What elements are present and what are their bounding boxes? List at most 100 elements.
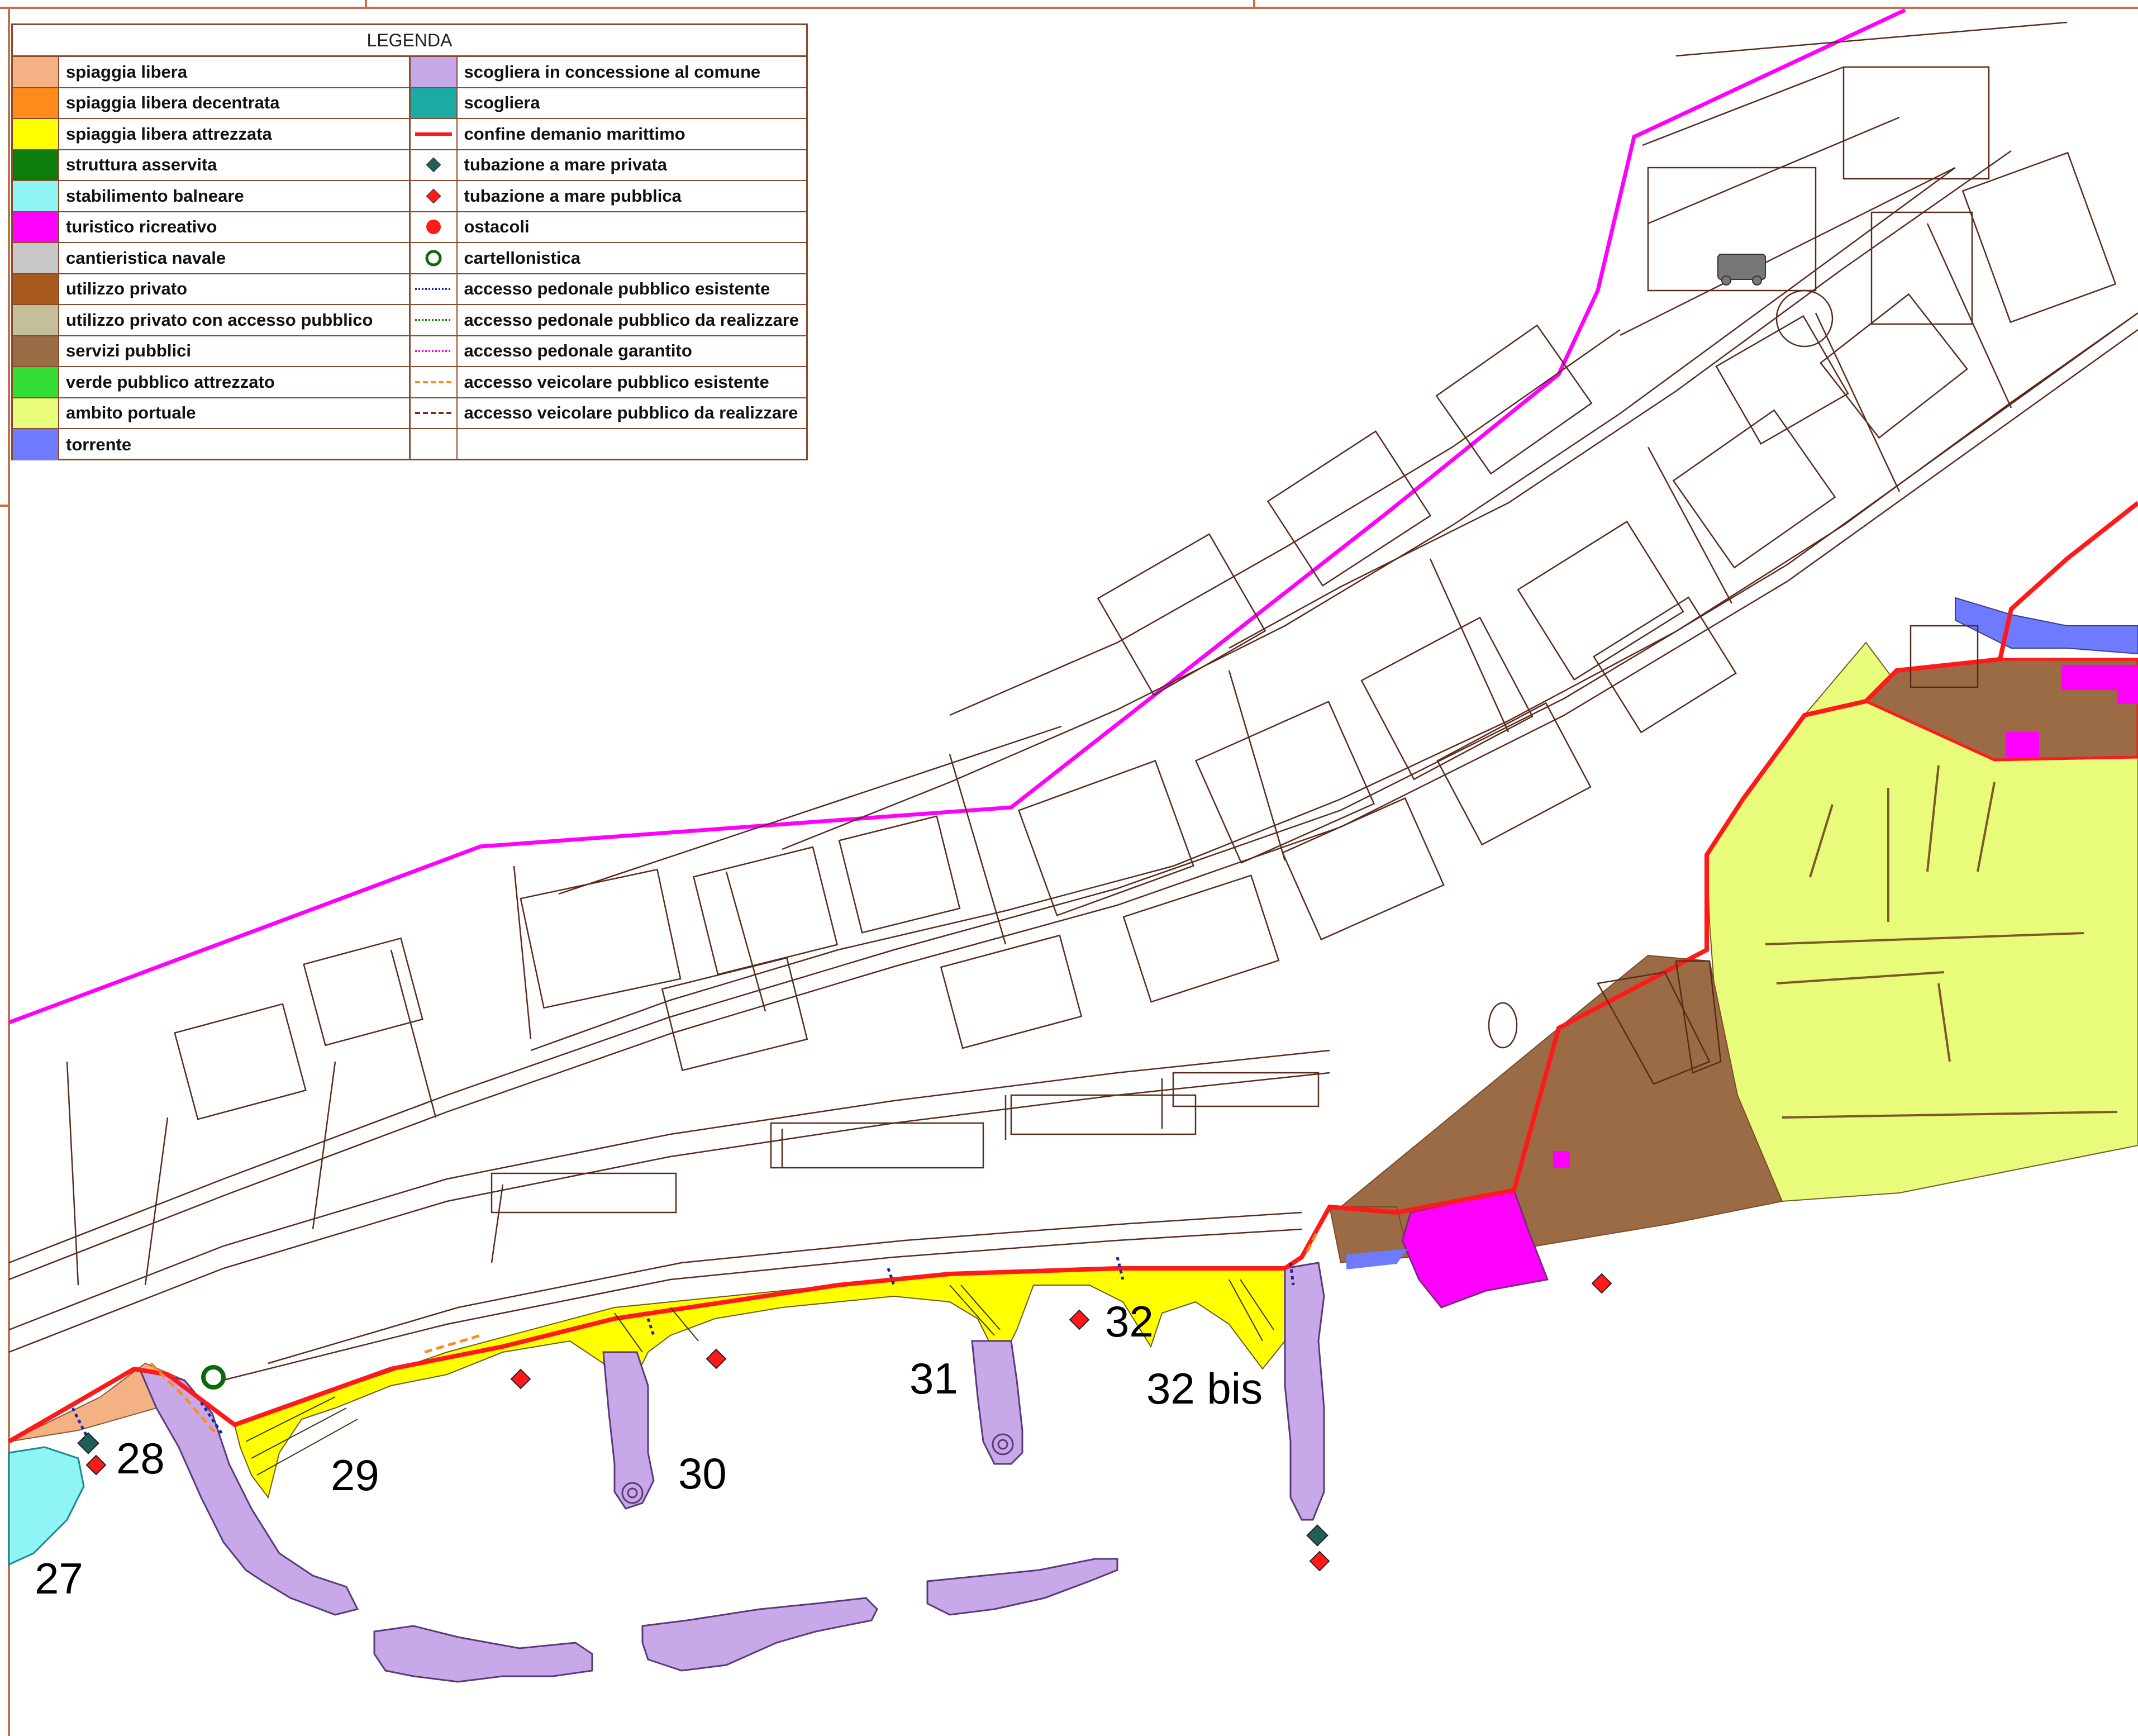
legend-swatch [13,429,59,460]
zone-label-31: 31 [910,1354,958,1403]
port-piers [1765,765,2118,1119]
color-swatch-icon [13,367,58,397]
legend-item: ambito portuale [13,398,409,429]
legend-swatch [13,119,59,149]
legend-item: spiaggia libera [13,57,409,88]
cartellonistica-marker [201,1365,226,1390]
legend-swatch [13,150,59,180]
legend-item: accesso veicolare pubblico da realizzare [410,398,806,429]
legend-swatch [13,305,59,335]
torrente-mouth [1346,1249,1408,1269]
tubazione-pubblica-32 [1069,1309,1090,1330]
color-swatch-icon [13,212,58,242]
legend-right-column: scogliera in concessione al comune scogli… [410,57,807,460]
pier-heads [621,1433,1014,1504]
legend-label: scogliera [464,93,540,113]
turistico-ricreativo-upper2 [2006,732,2039,757]
legend-label: ambito portuale [66,403,196,423]
dotted-line-icon [415,288,452,291]
scogliera-concessione [138,1262,1325,1683]
legend-item: utilizzo privato con accesso pubblico [13,305,409,336]
color-swatch-icon [410,88,456,118]
legend-label: cantieristica navale [66,248,226,268]
legend-swatch [13,88,59,118]
legend-item: scogliera [410,88,806,119]
legend-item: verde pubblico attrezzato [13,367,409,398]
legend-symbol [411,150,458,180]
color-swatch-icon [13,150,58,180]
legend-item: utilizzo privato [13,274,409,305]
legend-item [411,429,807,460]
legend-symbol-empty [411,429,458,460]
legend-swatch [13,398,59,428]
servizi-pubblici-lower [1340,954,1783,1264]
ring-circle-icon [425,250,441,267]
tubazione-pubblica-29 [510,1368,531,1390]
zone-label-27: 27 [35,1554,83,1603]
legend-label: scogliera in concessione al comune [464,61,761,82]
dashed-line-icon [415,412,452,415]
legend-swatch [13,57,59,87]
legend-symbol [411,398,458,428]
legend-item: spiaggia libera attrezzata [13,119,409,150]
legend-item: servizi pubblici [13,336,409,367]
tubazione-pubblica-28 [85,1454,107,1476]
demanio-boundary [7,501,2138,1444]
legend-symbol [411,305,458,335]
legend-label: tubazione a mare privata [464,155,668,175]
legend-symbol [411,274,458,304]
color-swatch-icon [13,88,58,118]
legend-label: cartellonistica [464,248,580,268]
filled-circle-icon [426,220,441,235]
diamond-icon [426,157,441,173]
color-swatch-icon [410,57,456,87]
legend-label: servizi pubblici [66,341,191,361]
legend-item: tubazione a mare privata [410,150,806,181]
legend-label [458,429,464,460]
legend-swatch [410,57,458,87]
legend-item: cantieristica navale [13,243,409,274]
legend-label: ostacoli [464,217,530,237]
torrente-upper [1955,597,2138,655]
legend-label: accesso veicolare pubblico esistente [464,372,769,392]
color-swatch-icon [13,398,58,428]
legend-label: accesso veicolare pubblico da realizzare [464,403,798,423]
tubazione-pubblica-30 [706,1348,727,1369]
legend-label: verde pubblico attrezzato [66,372,275,392]
stabilimento-balneare-27 [8,1446,85,1566]
legend-symbol [411,336,458,366]
legend-swatch [13,212,59,242]
color-swatch-icon [13,336,58,366]
legend-item: struttura asservita [13,150,409,181]
legend-label: accesso pedonale pubblico da realizzare [464,310,799,330]
legend-label: torrente [66,434,132,454]
legend-swatch [13,274,59,304]
legend-title: LEGENDA [13,25,806,57]
dotted-line-icon [415,318,452,321]
access-lines [71,1228,1320,1443]
legend-label: spiaggia libera attrezzata [66,123,272,144]
tubazione-privata-28 [77,1432,99,1454]
turistico-ricreativo-small [1553,1151,1570,1168]
solid-line-icon [415,132,452,136]
diamond-icon [426,188,441,204]
color-swatch-icon [13,119,58,149]
legend-label: confine demanio marittimo [464,123,685,144]
legend-label: accesso pedonale garantito [464,341,692,361]
legend-label: stabilimento balneare [66,186,244,206]
dashed-line-icon [415,381,452,383]
zone-label-29: 29 [331,1450,379,1500]
legend-item: scogliera in concessione al comune [410,57,806,88]
zone-label-28: 28 [116,1434,165,1483]
legend-item: cartellonistica [410,243,806,274]
legend-item: ostacoli [410,212,806,243]
color-swatch-icon [13,57,58,87]
color-swatch-icon [13,181,58,211]
tubazione-privata-32bis [1306,1524,1328,1547]
dotted-line-icon [415,350,452,353]
legend-symbol [411,212,458,242]
legend-swatch [13,367,59,397]
